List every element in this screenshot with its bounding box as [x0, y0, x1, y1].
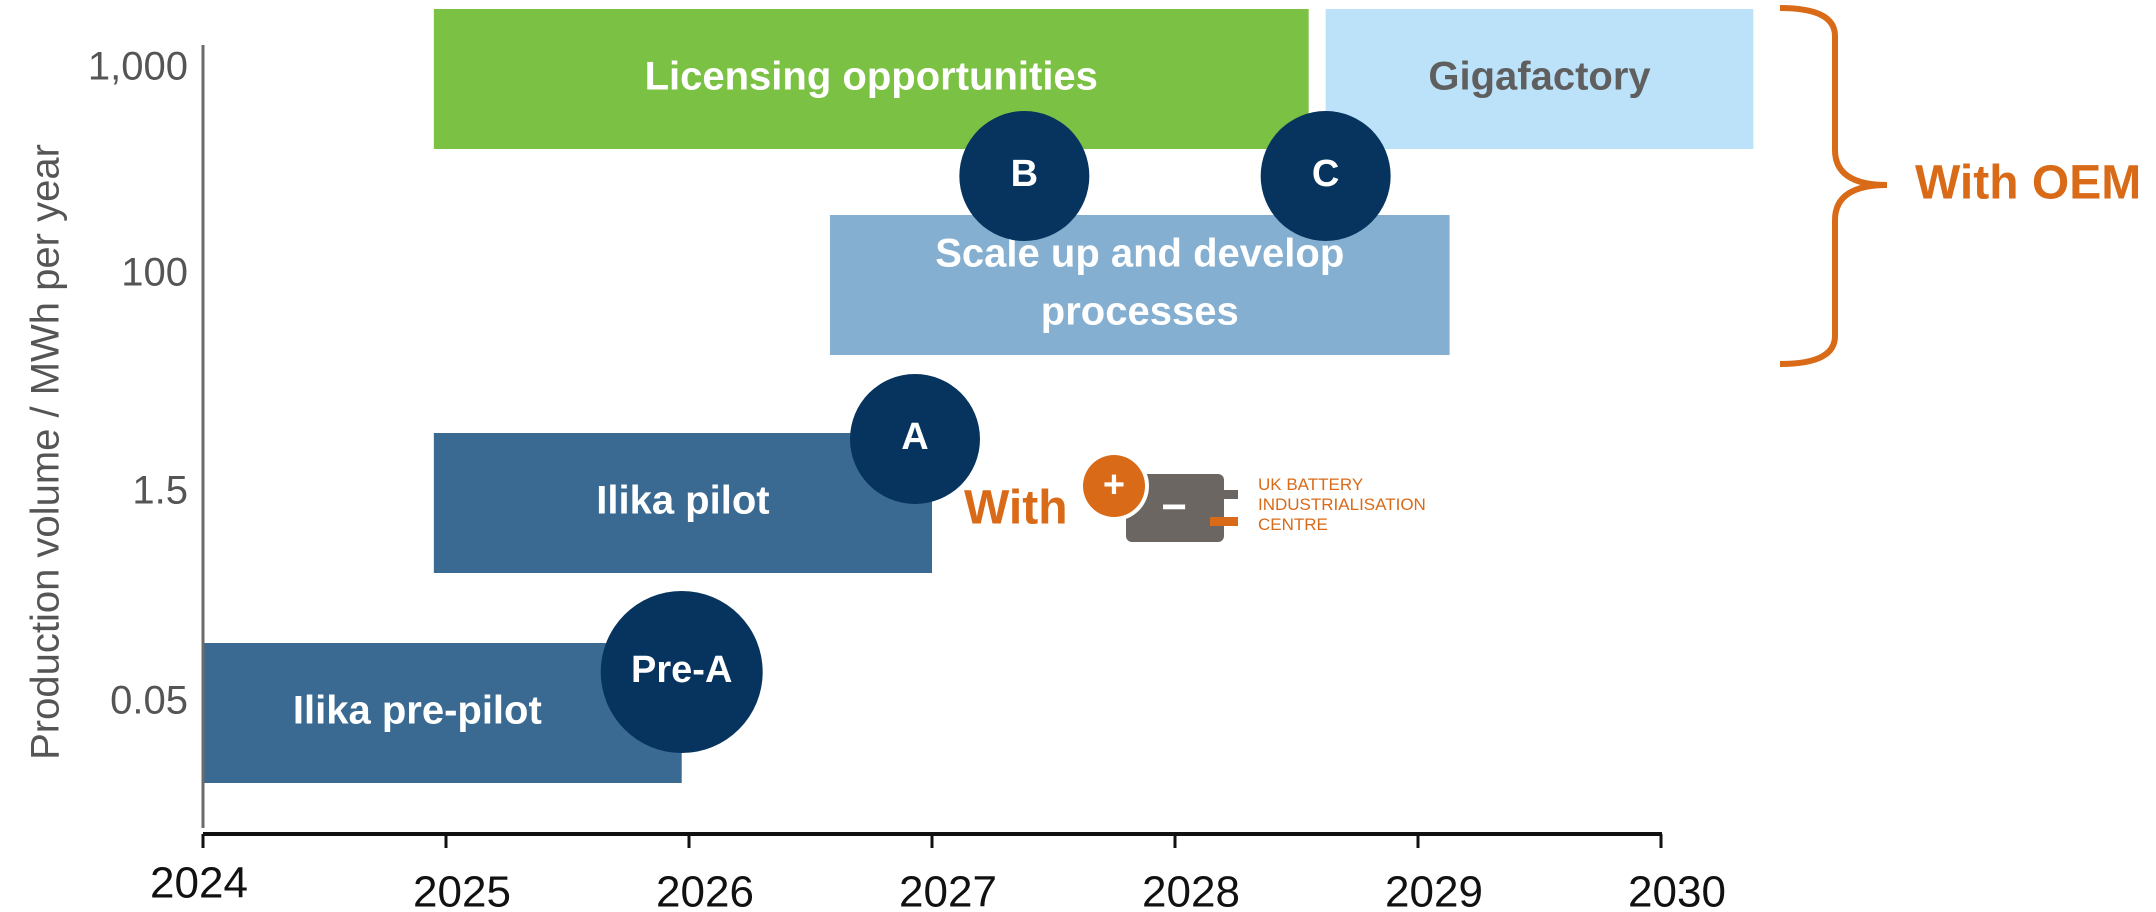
- milestone-label-a: A: [901, 416, 928, 458]
- bar-label-ilika-pilot: Ilika pilot: [596, 479, 769, 523]
- plus-icon: +: [1103, 464, 1125, 506]
- x-tick-2030: 2030: [1628, 868, 1726, 912]
- bar-scale-up-and-develop-processes: [829, 215, 1450, 355]
- y-tick-100: 100: [121, 251, 188, 295]
- oem-brace: [1779, 5, 1888, 367]
- y-tick-1-5: 1.5: [132, 469, 188, 513]
- with-oem-annotation: With OEM: [1779, 5, 2141, 367]
- milestone-pre-a: [600, 591, 763, 753]
- x-tick-2025: 2025: [413, 868, 511, 912]
- bar-ilika-pilot: [433, 433, 932, 573]
- milestone-b: [959, 111, 1090, 241]
- battery-body-icon: [1126, 474, 1224, 542]
- battery-terminal-icon-2: [1210, 517, 1238, 526]
- x-tick-2027: 2027: [899, 868, 997, 912]
- x-ticks: 2024 2025 2026 2027 2028 2029 2030: [150, 834, 1726, 912]
- ukbic-line-2: INDUSTRIALISATION: [1258, 495, 1426, 514]
- ukbic-logo: − + UK BATTERY INDUSTRIALISATION CENTRE: [1079, 451, 1426, 542]
- bar-label-ilika-pre-pilot: Ilika pre-pilot: [293, 689, 542, 733]
- ukbic-line-3: CENTRE: [1258, 515, 1328, 534]
- y-ticks: 1,000 100 1.5 0.05: [88, 45, 188, 723]
- milestones-layer: Pre-A A B C: [600, 111, 1391, 753]
- bar-gigafactory: [1325, 9, 1754, 149]
- bars-layer: Ilika pre-pilot Ilika pilot Scale up and d…: [203, 9, 1754, 783]
- x-tick-2029: 2029: [1385, 868, 1483, 912]
- bar-label-scale-up-and-develop-processes-1: Scale up and develop: [935, 232, 1344, 276]
- milestone-a: [849, 374, 980, 504]
- milestone-label-pre-a: Pre-A: [631, 649, 732, 691]
- plus-badge-icon: [1083, 455, 1145, 517]
- with-label: With: [964, 482, 1068, 535]
- y-tick-1-000: 1,000: [88, 45, 188, 89]
- milestone-c: [1260, 111, 1391, 241]
- milestone-label-b: B: [1011, 153, 1038, 195]
- bar-label-licensing-opportunities: Licensing opportunities: [645, 55, 1098, 99]
- bar-label-gigafactory: Gigafactory: [1428, 55, 1651, 99]
- x-tick-2024: 2024: [150, 859, 248, 908]
- bar-label-scale-up-and-develop-processes-2: processes: [1041, 290, 1239, 334]
- minus-icon: −: [1161, 483, 1187, 532]
- with-ukbic-annotation: With − + UK BATTERY INDUSTRIALISATION CE…: [964, 451, 1426, 542]
- battery-terminal-icon: [1210, 490, 1238, 499]
- y-axis-label: Production volume / MWh per year: [24, 144, 68, 760]
- with-oem-label: With OEM: [1915, 157, 2141, 210]
- ukbic-line-1: UK BATTERY: [1258, 475, 1363, 494]
- y-tick-0-05: 0.05: [110, 679, 188, 723]
- bar-licensing-opportunities: [433, 9, 1309, 149]
- x-tick-2028: 2028: [1142, 868, 1240, 912]
- x-tick-2026: 2026: [656, 868, 754, 912]
- milestone-label-c: C: [1312, 153, 1339, 195]
